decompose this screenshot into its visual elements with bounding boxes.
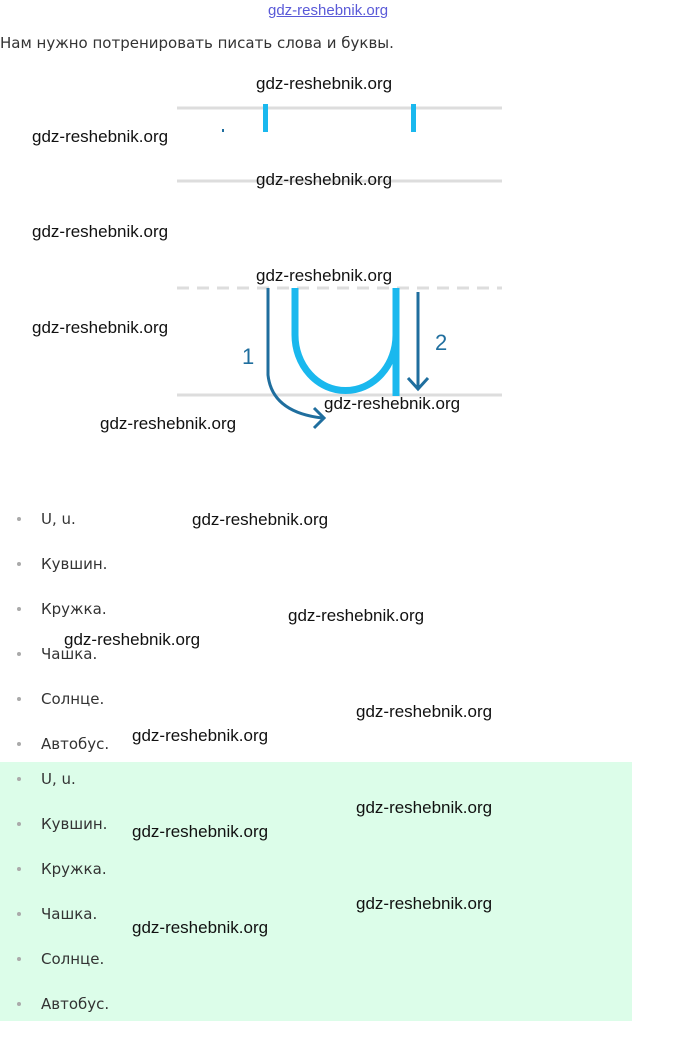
bullet-icon: [17, 867, 21, 871]
watermark: gdz-reshebnik.org: [288, 606, 425, 625]
watermark: gdz-reshebnik.org: [32, 127, 169, 146]
watermark: gdz-reshebnik.org: [132, 822, 269, 841]
watermark: gdz-reshebnik.org: [256, 266, 393, 285]
bullet-icon: [17, 562, 21, 566]
watermark: gdz-reshebnik.org: [132, 726, 269, 745]
list-item: Кувшин.: [0, 813, 109, 858]
list-item: Автобус.: [0, 733, 109, 778]
bullet-icon: [17, 912, 21, 916]
watermark: gdz-reshebnik.org: [256, 170, 393, 189]
answer-highlight: [0, 762, 632, 1021]
watermark: gdz-reshebnik.org: [356, 894, 493, 913]
list-item: Автобус.: [0, 993, 109, 1038]
bullet-icon: [17, 517, 21, 521]
letter-u-diagram: 1 2: [177, 104, 502, 430]
list-item: Солнце.: [0, 948, 109, 993]
arrow-2-head: [406, 376, 430, 392]
stroke-label-2: 2: [435, 330, 447, 355]
intro-text: Нам нужно потренировать писать слова и б…: [0, 34, 394, 52]
bullet-icon: [17, 777, 21, 781]
watermark: gdz-reshebnik.org: [132, 918, 269, 937]
list-item: Кувшин.: [0, 553, 109, 598]
list-item: Солнце.: [0, 688, 109, 733]
bullet-icon: [17, 652, 21, 656]
list-item: Кружка.: [0, 598, 109, 643]
stroke-label-1: 1: [242, 344, 254, 369]
letter-mark: [411, 104, 416, 132]
list-item: U, u.: [0, 508, 109, 553]
watermark: gdz-reshebnik.org: [256, 74, 393, 93]
word-list: U, u. Кувшин. Кружка. Чашка. Солнце. Авт…: [0, 508, 109, 778]
answer-list: U, u. Кувшин. Кружка. Чашка. Солнце. Авт…: [0, 768, 109, 1038]
watermark: gdz-reshebnik.org: [356, 798, 493, 817]
watermark: gdz-reshebnik.org: [32, 318, 169, 337]
list-item: Кружка.: [0, 858, 109, 903]
arrow-1: [266, 288, 323, 420]
bullet-icon: [17, 822, 21, 826]
list-item: U, u.: [0, 768, 109, 813]
dot-mark: [222, 129, 224, 132]
bullet-icon: [17, 957, 21, 961]
watermark: gdz-reshebnik.org: [100, 414, 237, 433]
arrow-1-head: [312, 406, 327, 430]
letter-u-stroke: [291, 288, 400, 394]
watermark: gdz-reshebnik.org: [324, 394, 461, 413]
watermark: gdz-reshebnik.org: [356, 702, 493, 721]
site-link[interactable]: gdz-reshebnik.org: [268, 2, 389, 19]
watermark: gdz-reshebnik.org: [64, 630, 201, 649]
bullet-icon: [17, 697, 21, 701]
watermark: gdz-reshebnik.org: [192, 510, 329, 529]
bullet-icon: [17, 742, 21, 746]
bullet-icon: [17, 607, 21, 611]
list-item: Чашка.: [0, 903, 109, 948]
list-item: Чашка.: [0, 643, 109, 688]
letter-mark: [263, 104, 268, 132]
bullet-icon: [17, 1002, 21, 1006]
watermark: gdz-reshebnik.org: [32, 222, 169, 241]
